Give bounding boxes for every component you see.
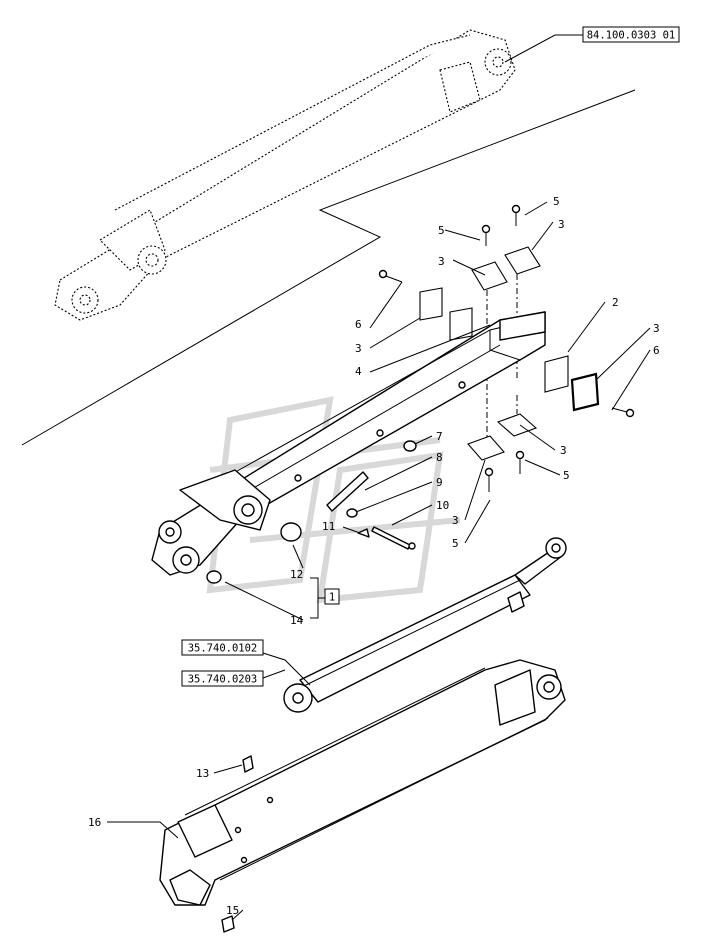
retaining-pin	[371, 526, 411, 550]
kit-box-text: 1	[329, 592, 335, 604]
screw-upper-b	[511, 204, 521, 226]
lower-boom	[159, 659, 566, 933]
section-divider-line	[21, 89, 636, 446]
wear-pad-lower-b	[467, 435, 505, 461]
outer-boom-ghost	[54, 29, 516, 321]
callout-3-top-left: 3	[438, 255, 445, 268]
callout-3-left: 3	[355, 342, 362, 355]
callout-labels: 2 3 3 3 3 3 3 4 5 5 5 5 6 6 7 8 9 10 11 …	[88, 195, 660, 917]
wear-pad-side-mid	[449, 307, 473, 341]
lock-bolt	[357, 528, 370, 538]
callout-3-lower-right: 3	[560, 444, 567, 457]
screw-lower-a	[515, 450, 525, 474]
callout-9: 9	[436, 476, 443, 489]
callout-4: 4	[355, 365, 362, 378]
wear-pad-thick	[570, 372, 600, 412]
inner-boom	[151, 311, 546, 576]
callout-6-left: 6	[355, 318, 362, 331]
callout-6-right: 6	[653, 344, 660, 357]
leader-lines	[107, 34, 651, 921]
wear-pad-side-right	[544, 355, 569, 393]
callout-3-lower: 3	[452, 514, 459, 527]
ref-cylinder-b-text: 35.740.0203	[188, 674, 258, 686]
grease-fitting-bottom	[221, 915, 235, 933]
callout-5-top-left: 5	[438, 224, 445, 237]
bushing-large	[280, 522, 302, 542]
screw-lower-b	[484, 467, 494, 492]
kit-box[interactable]: 1	[324, 588, 340, 605]
callout-5-lower: 5	[452, 537, 459, 550]
ref-box-cylinder-a[interactable]: 35.740.0102	[181, 639, 264, 656]
bushing-small	[206, 570, 222, 584]
wear-pad-lower-a	[496, 413, 538, 437]
callout-13: 13	[196, 767, 209, 780]
grease-nipple	[403, 440, 417, 452]
callout-5-top-right: 5	[553, 195, 560, 208]
callout-2: 2	[612, 296, 619, 309]
callout-7: 7	[436, 430, 443, 443]
wear-pad-group	[378, 204, 635, 492]
pin-and-bushing-group	[206, 440, 417, 584]
callout-3-top-right: 3	[558, 218, 565, 231]
wear-pad-upper-left	[471, 261, 508, 291]
callout-12: 12	[290, 568, 303, 581]
ref-box-cylinder-b[interactable]: 35.740.0203	[181, 670, 264, 687]
screw-right	[611, 407, 635, 418]
wear-pad-side-left	[419, 287, 443, 321]
callout-16: 16	[88, 816, 101, 829]
boom-pin	[326, 471, 369, 512]
callout-8: 8	[436, 451, 443, 464]
spacer-ring	[346, 508, 358, 518]
screw-left	[378, 269, 403, 283]
ref-top-text: 84.100.0303 01	[587, 30, 676, 42]
ref-cylinder-a-text: 35.740.0102	[188, 643, 258, 655]
callout-3-right: 3	[653, 322, 660, 335]
callout-10: 10	[436, 499, 449, 512]
wear-pad-upper-right	[504, 246, 541, 275]
callout-5-lower-right: 5	[563, 469, 570, 482]
callout-11: 11	[322, 520, 335, 533]
callout-14: 14	[290, 614, 304, 627]
callout-15: 15	[226, 904, 239, 917]
screw-upper-a	[481, 224, 491, 246]
hydraulic-cylinder	[283, 537, 567, 713]
ref-box-top[interactable]: 84.100.0303 01	[582, 26, 680, 43]
grease-fitting-top	[242, 755, 254, 773]
